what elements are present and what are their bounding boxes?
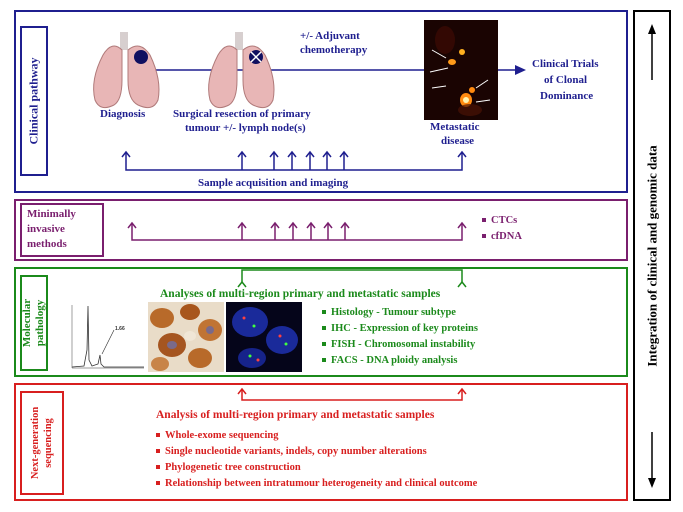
diagnosis-label: Diagnosis bbox=[100, 108, 146, 120]
adjuvant-label-line2: chemotherapy bbox=[300, 44, 368, 56]
molecular-list: Histology - Tumour subtype IHC - Express… bbox=[322, 305, 478, 369]
surgery-label-line1: Surgical resection of primary bbox=[173, 108, 311, 120]
molecular-panel bbox=[14, 267, 628, 377]
list-item: FACS - DNA ploidy analysis bbox=[322, 353, 478, 369]
clinical-pathway-label-box: Clinical pathway bbox=[20, 26, 48, 176]
metastatic-label-line1: Metastatic bbox=[430, 121, 480, 133]
adjuvant-label-line1: +/- Adjuvant bbox=[300, 30, 360, 42]
clinical-pathway-panel bbox=[14, 10, 628, 193]
minimal-label-line3: methods bbox=[27, 238, 67, 250]
flow-peak-label: 1.66 bbox=[115, 326, 125, 332]
minimal-label-line1: Minimally bbox=[27, 208, 76, 220]
list-item: CTCs bbox=[482, 213, 522, 229]
metastatic-label-line2: disease bbox=[441, 135, 474, 147]
list-item: IHC - Expression of key proteins bbox=[322, 321, 478, 337]
list-item: Relationship between intratumour heterog… bbox=[156, 476, 477, 492]
ngs-heading: Analysis of multi-region primary and met… bbox=[156, 409, 435, 421]
trials-label-line2: of Clonal bbox=[544, 74, 588, 86]
surgery-label-line2: tumour +/- lymph node(s) bbox=[185, 122, 306, 134]
ngs-panel bbox=[14, 383, 628, 501]
minimal-list: CTCs cfDNA bbox=[482, 213, 522, 245]
minimal-label-box: Minimally invasive methods bbox=[20, 203, 104, 257]
trials-label-line1: Clinical Trials bbox=[532, 58, 599, 70]
sample-acquisition-label: Sample acquisition and imaging bbox=[198, 177, 349, 189]
minimal-panel bbox=[14, 199, 628, 261]
minimal-label-line2: invasive bbox=[27, 223, 65, 235]
list-item: Histology - Tumour subtype bbox=[322, 305, 478, 321]
trials-label-line3: Dominance bbox=[540, 90, 594, 102]
list-item: Single nucleotide variants, indels, copy… bbox=[156, 444, 477, 460]
list-item: cfDNA bbox=[482, 229, 522, 245]
list-item: FISH - Chromosomal instability bbox=[322, 337, 478, 353]
molecular-heading: Analyses of multi-region primary and met… bbox=[160, 288, 441, 300]
integration-panel bbox=[633, 10, 671, 501]
list-item: Whole-exome sequencing bbox=[156, 428, 477, 444]
list-item: Phylogenetic tree construction bbox=[156, 460, 477, 476]
ngs-list: Whole-exome sequencing Single nucleotide… bbox=[156, 428, 477, 492]
